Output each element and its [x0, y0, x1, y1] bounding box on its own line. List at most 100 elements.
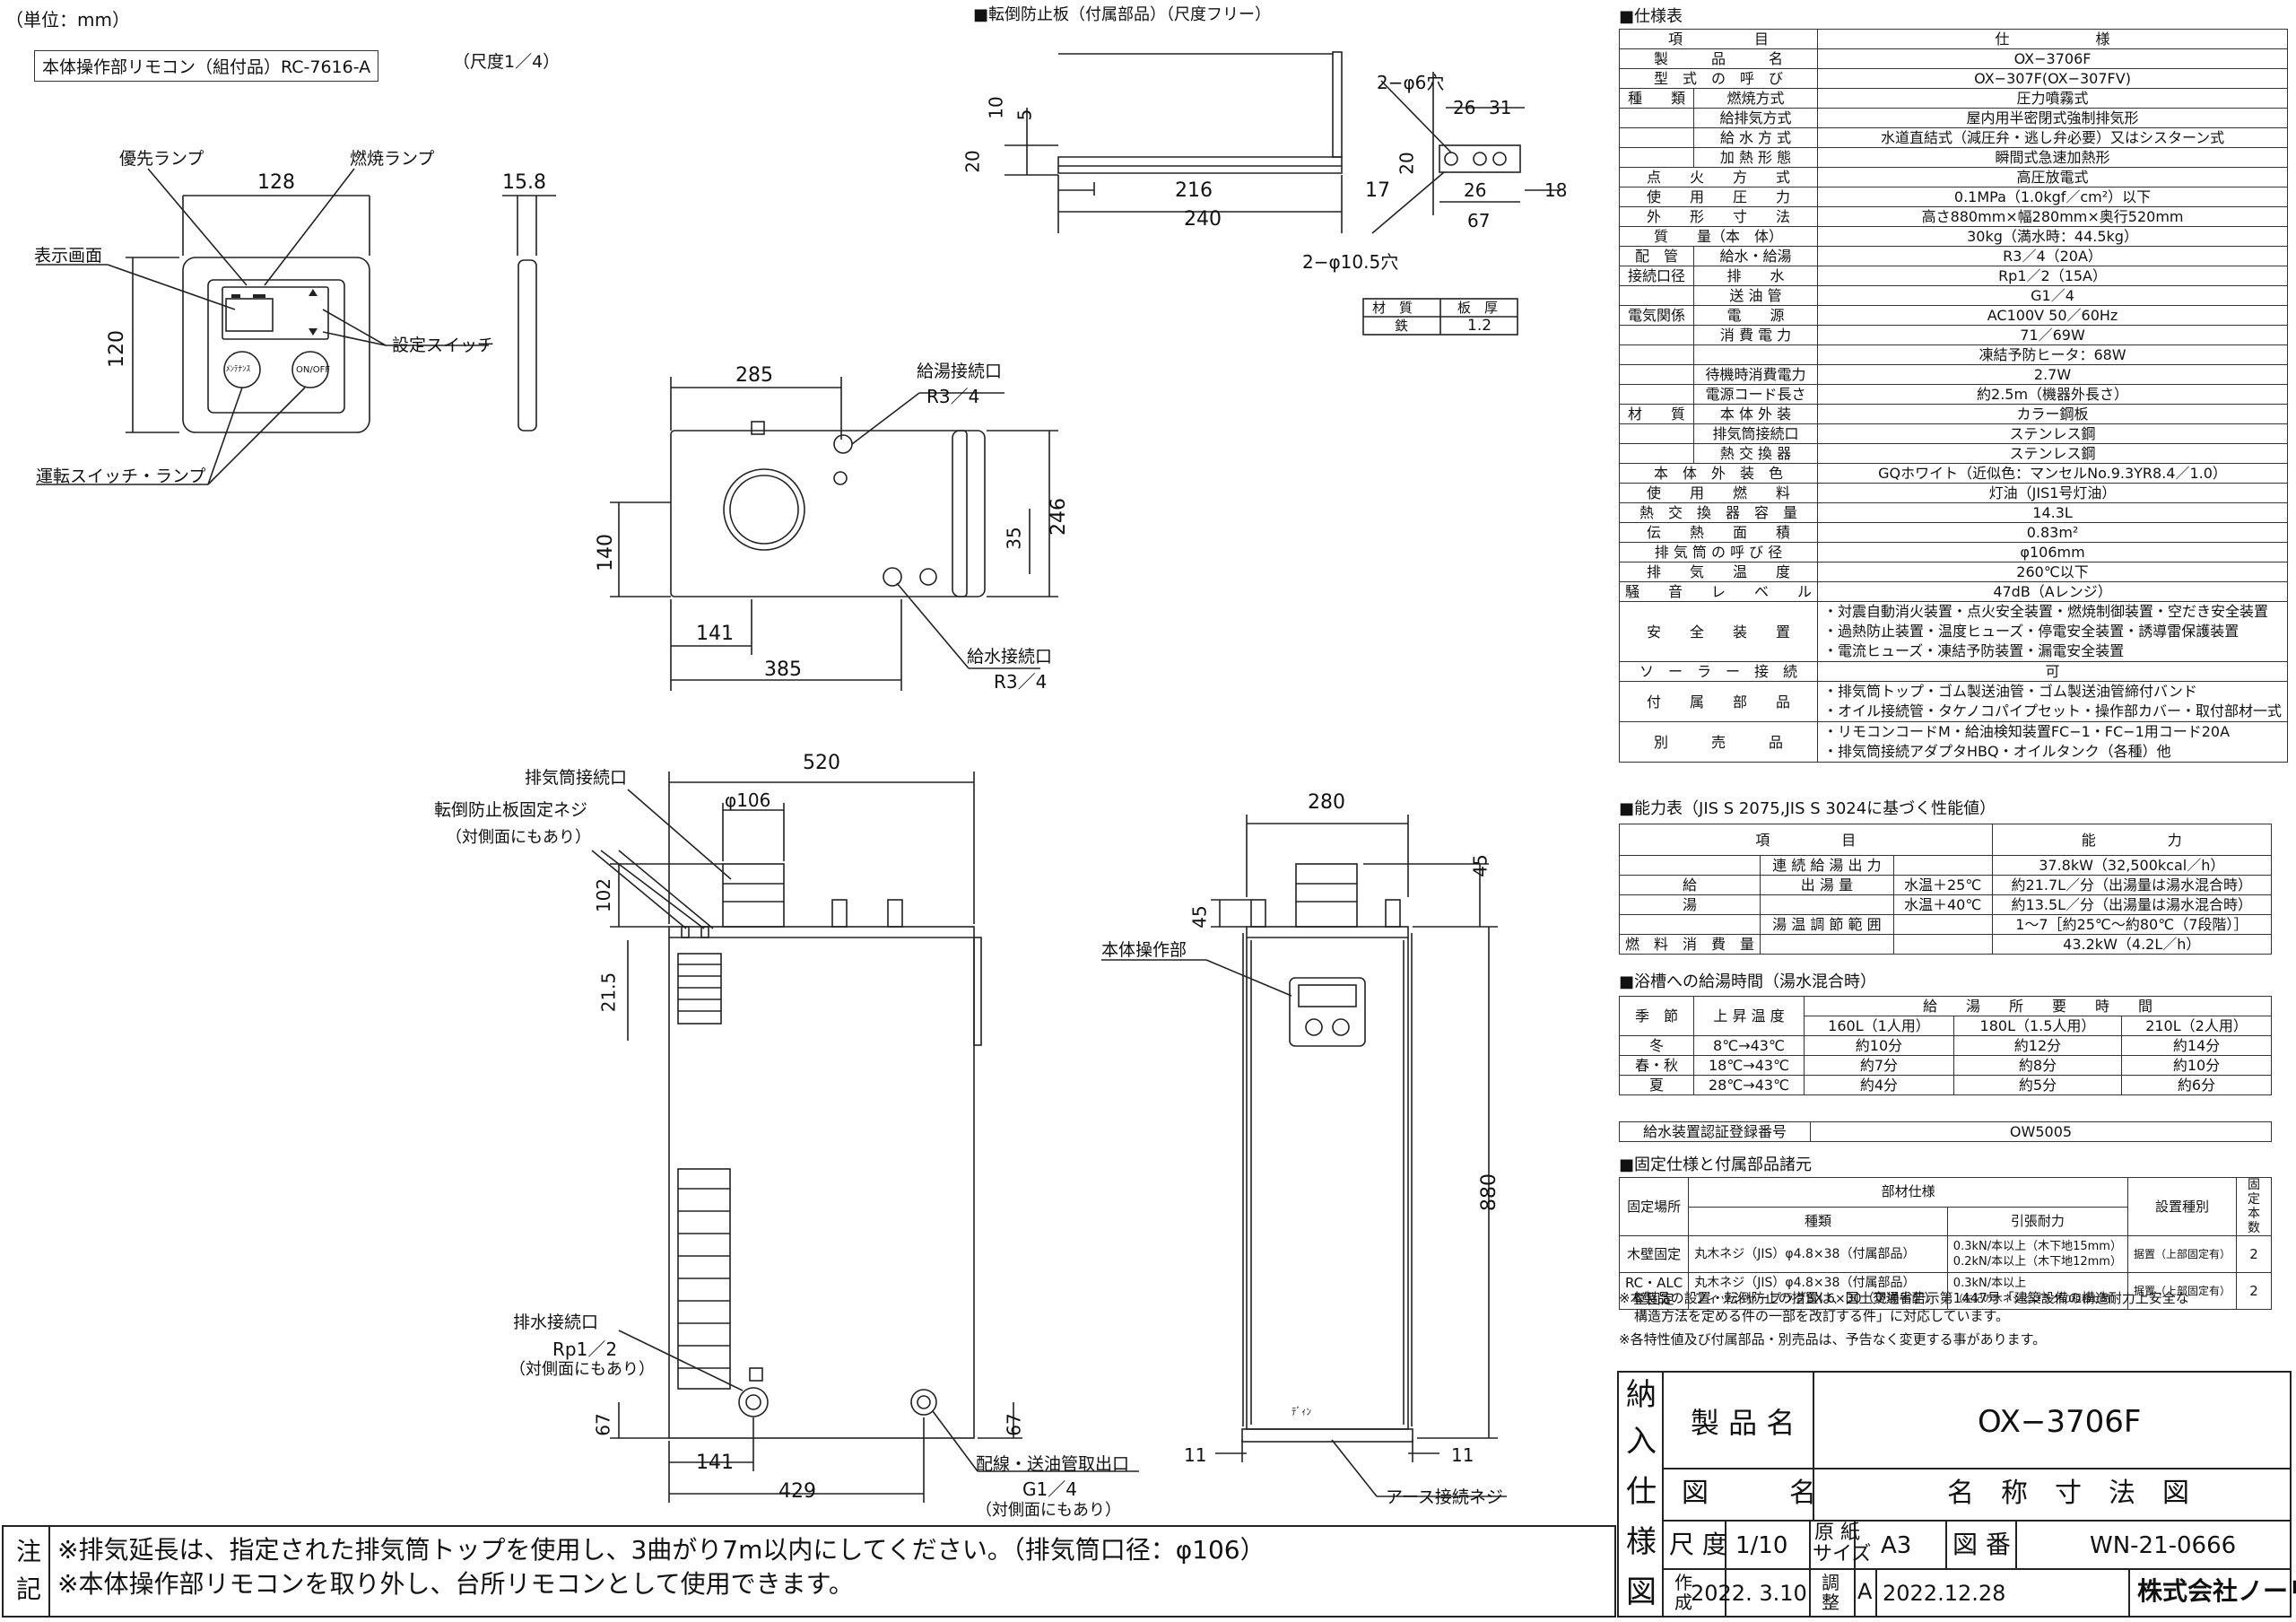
- side-panel-label: 本体操作部: [1101, 940, 1187, 960]
- spec-row-sub: 加 熱 形 態: [1692, 147, 1819, 168]
- title-adj-date: 2022.12.28: [1883, 1581, 2006, 1606]
- title-side-char-2: 入: [1626, 1424, 1657, 1460]
- spec-row-sub: [1692, 344, 1819, 365]
- remote-label-priority: 優先ランプ: [119, 149, 204, 169]
- spec-row-value: G1／4: [1817, 285, 2289, 306]
- capacity-row: 湯 温 調 節 範 囲 1〜7［約25℃〜約80℃（7段階）］: [1618, 914, 2273, 935]
- capacity-group: [1618, 914, 1761, 935]
- spec-safety-line: ・電流ヒューズ・凍結予防装置・漏電安全装置: [1823, 642, 2125, 659]
- front-oil-note: （対側面にもあり）: [976, 1501, 1121, 1520]
- spec-row-value: 約2.5m（機器外長さ）: [1817, 384, 2289, 405]
- spec-row-value: カラー鋼板: [1817, 404, 2289, 424]
- bath-cell: 約10分: [2121, 1055, 2272, 1076]
- spec-row: 点 火 方 式高圧放電式: [1618, 167, 2289, 187]
- spec-row-value: 圧力噴霧式: [1817, 88, 2289, 109]
- capacity-value: 1〜7［約25℃〜約80℃（7段階）］: [1991, 914, 2273, 935]
- spec-row-group: [1619, 325, 1694, 345]
- spec-row-value: φ106mm: [1817, 542, 2289, 562]
- spec-row-item: 排 気 筒 の 呼 び 径: [1618, 542, 1819, 562]
- plate-mat-v2: 1.2: [1467, 317, 1492, 335]
- title-block: 納 入 仕 様 図 製 品 名 OX−3706F 図 名 名 称 寸 法 図 尺…: [1617, 1371, 2296, 1618]
- reg-label: 給水装置認証登録番号: [1619, 1121, 1811, 1142]
- spec-row-value: 2.7W: [1817, 364, 2289, 385]
- remote-scale: （尺度1／4）: [453, 52, 561, 72]
- side-view-body: [1246, 926, 1409, 1430]
- side-dim-11a: 11: [1184, 1444, 1207, 1466]
- title-adj-value: A: [1857, 1579, 1873, 1604]
- spec-safety-value: ・対震自動消火装置・点火安全装置・燃焼制御装置・空だき安全装置・過熱防止装置・温…: [1817, 601, 2289, 662]
- spec-row-item: 型 式 の 呼 び: [1618, 68, 1819, 89]
- spec-option-line: ・リモコンコードM・給油検知装置FC−1・FC−1用コード20A: [1823, 723, 2231, 740]
- front-drain-size: Rp1／2: [552, 1339, 618, 1360]
- bath-cell: 8℃→43℃: [1693, 1035, 1805, 1056]
- spec-row: 電源コード長さ約2.5m（機器外長さ）: [1619, 384, 2289, 405]
- front-dim-106: φ106: [725, 789, 771, 811]
- plate-dim-hole105: 2−φ10.5穴: [1302, 251, 1399, 273]
- spec-row: 質 量（本 体）30kg（満水時：44.5kg）: [1618, 226, 2289, 247]
- bath-cell: 18℃→43℃: [1693, 1055, 1805, 1076]
- plate-dim-216: 216: [1175, 179, 1213, 202]
- plate-side: [1057, 156, 1343, 174]
- spec-row-group: [1619, 147, 1694, 168]
- plate-dim-10: 10: [985, 96, 1007, 119]
- reg-value: OW5005: [1810, 1121, 2272, 1142]
- spec-accessory-line: ・排気筒トップ・ゴム製送油管・ゴム製送油管締付バンド: [1823, 683, 2197, 700]
- top-dim-285: 285: [735, 364, 773, 387]
- side-dim-11b: 11: [1451, 1444, 1474, 1466]
- fix-h-parts: 部材仕様: [1688, 1177, 2128, 1208]
- notes-line-2: ※本体操作部リモコンを取り外し、台所リモコンとして使用できます。: [57, 1569, 854, 1599]
- front-dim-102: 102: [593, 877, 615, 913]
- front-drain-label: 排水接続口: [513, 1312, 599, 1332]
- side-dim-45b: 45: [1188, 905, 1211, 929]
- fix-row2-place: RC・ALC: [1625, 1275, 1683, 1291]
- spec-solar-value: 可: [1817, 661, 2289, 682]
- bath-cell: 約6分: [2121, 1075, 2272, 1095]
- spec-row-item: 使 用 燃 料: [1618, 483, 1819, 503]
- spec-title: ■仕様表: [1619, 7, 1683, 26]
- plate-dim-26a: 26: [1453, 97, 1476, 118]
- fix-row2-place2: 壁固定: [1633, 1291, 1674, 1307]
- unit-label: （単位：mm）: [5, 9, 130, 31]
- remote-label-display: 表示画面: [34, 246, 103, 266]
- capacity-group: 給: [1618, 875, 1761, 895]
- title-num-label: 図 番: [1952, 1530, 2011, 1559]
- notes-box: 注 記 ※排気延長は、指定された排気筒トップを使用し、3曲がり7m以内にしてくだ…: [2, 1525, 1616, 1618]
- capacity-group: [1618, 855, 1761, 876]
- plate-dim-240: 240: [1184, 208, 1222, 231]
- spec-row: 加 熱 形 態瞬間式急速加熱形: [1619, 147, 2289, 168]
- top-view-exhaust: [723, 468, 805, 551]
- title-made-value: 2022. 3.10: [1691, 1581, 1807, 1606]
- fix-note3: ※各特性値及び付属部品・別売品は、予告なく変更する事があります。: [1619, 1331, 2047, 1347]
- spec-row-item: 質 量（本 体）: [1618, 226, 1819, 247]
- front-drain-note: （対側面にもあり）: [509, 1360, 655, 1379]
- spec-row-value: ステンレス鋼: [1817, 423, 2289, 444]
- bath-cell: 約10分: [1804, 1035, 1954, 1056]
- spec-row-group: 配 管: [1619, 246, 1694, 266]
- spec-row-sub: 消 費 電 力: [1692, 325, 1819, 345]
- title-drawing-label: 図 名: [1682, 1478, 1816, 1509]
- spec-row-group: [1619, 423, 1694, 444]
- plate-mat-h2: 板 厚: [1457, 300, 1499, 316]
- spec-row-value: 30kg（満水時：44.5kg）: [1817, 226, 2289, 247]
- front-dim-520: 520: [803, 752, 840, 774]
- bath-head-group: 給 湯 所 要 時 間: [1804, 996, 2272, 1016]
- capacity-item: 湯 温 調 節 範 囲: [1760, 914, 1894, 935]
- spec-row-item: 点 火 方 式: [1618, 167, 1819, 187]
- spec-option-line: ・排気筒接続アダプタHBQ・オイルタンク（各種）他: [1823, 743, 2171, 760]
- bath-table: 季 節 上 昇 温 度 給 湯 所 要 時 間 160L（1人用） 180L（1…: [1619, 996, 2272, 1095]
- top-hot-label: 給湯接続口: [917, 362, 1003, 381]
- spec-row-sub: 電源コード長さ: [1692, 384, 1819, 405]
- plate-dim-5: 5: [1013, 109, 1036, 121]
- capacity-value: 約21.7L／分（出湯量は湯水混合時）: [1991, 875, 2273, 895]
- bath-cell: 約14分: [2121, 1035, 2272, 1056]
- front-view-body: [668, 926, 975, 1439]
- title-num-value: WN-21-0666: [2090, 1532, 2237, 1559]
- top-dim-246: 246: [1048, 498, 1070, 536]
